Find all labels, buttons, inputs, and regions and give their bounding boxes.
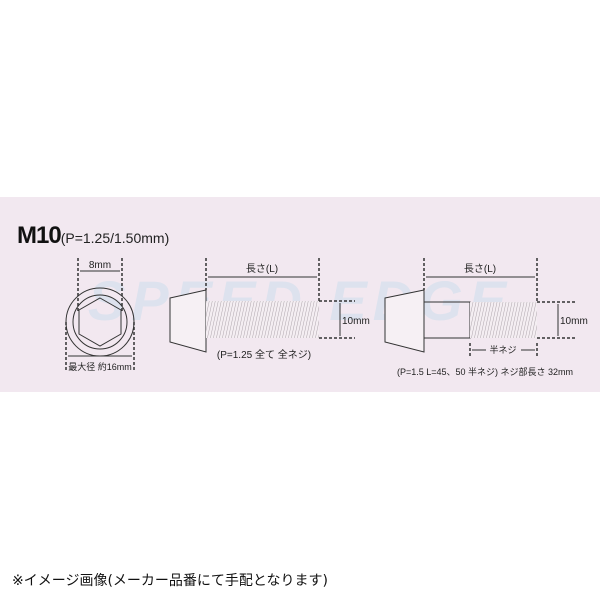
half-thread-label: 半ネジ (489, 344, 516, 355)
note-1: (P=1.25 全て 全ネジ) (217, 348, 311, 361)
diameter-label-1: 10mm (342, 316, 370, 327)
size-title: M10 (17, 222, 62, 249)
spec-heading: M10(P=1.25/1.50mm) (17, 222, 169, 250)
hex-size-label: 8mm (89, 260, 111, 271)
footer-note: ※イメージ画像(メーカー品番にて手配となります) (12, 573, 328, 589)
diameter-label-2: 10mm (560, 316, 588, 327)
length-label-1: 長さ(L) (246, 263, 278, 275)
hex-socket-icon (78, 297, 122, 347)
pitch-subtitle: (P=1.25/1.50mm) (60, 230, 170, 246)
note-2: (P=1.5 L=45、50 半ネジ) ネジ部長さ 32mm (397, 366, 573, 377)
outer-diameter-label: 最大径 約16mm (68, 361, 132, 372)
length-label-2: 長さ(L) (464, 263, 496, 275)
